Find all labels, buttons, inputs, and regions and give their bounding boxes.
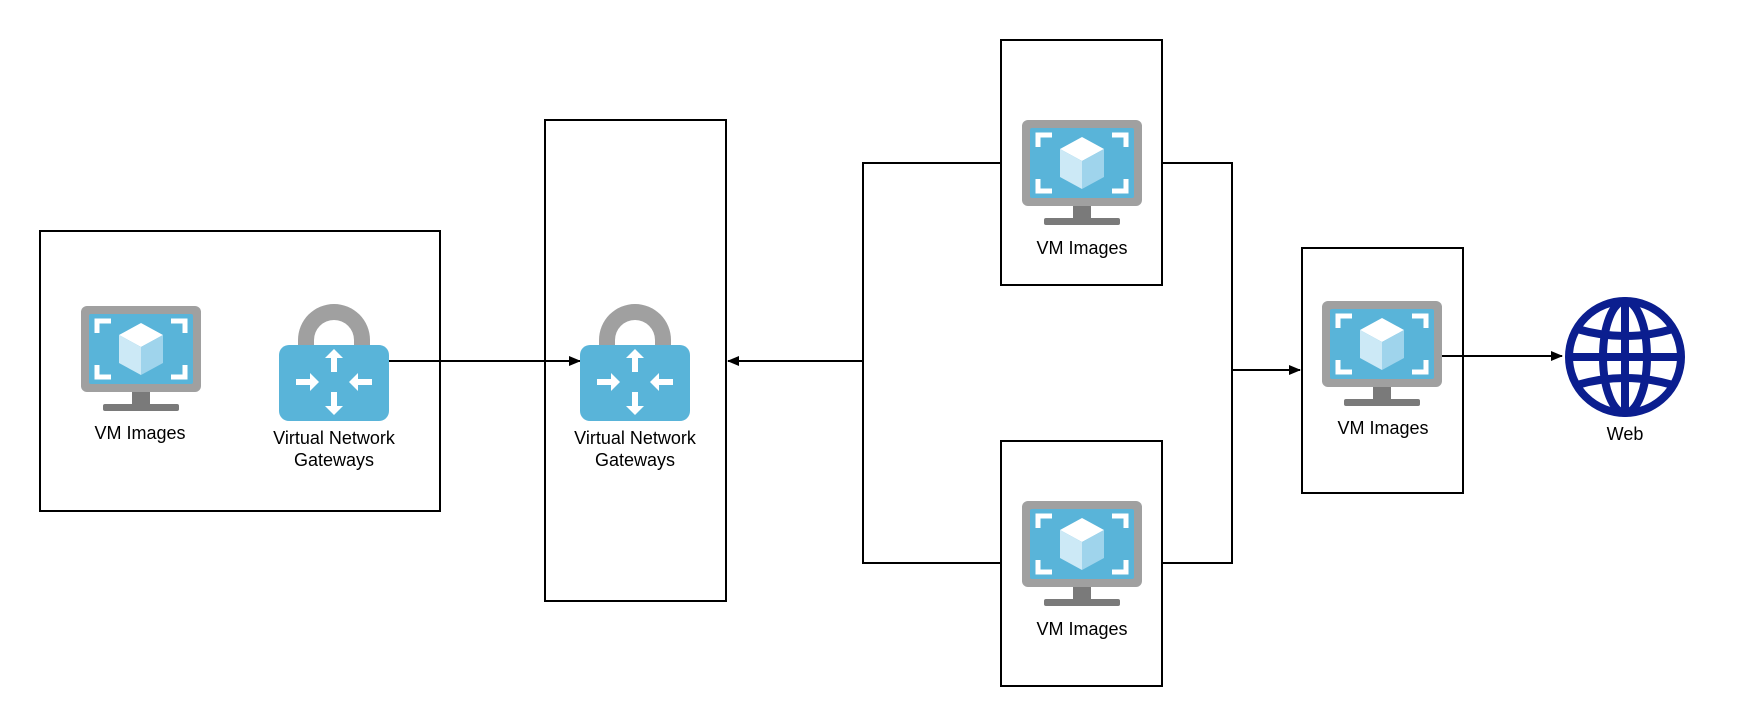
- gateway-lock-icon: [279, 304, 389, 421]
- vm-monitor-icon: [1322, 301, 1442, 406]
- right-vm-box: [1301, 247, 1464, 494]
- vm-bottom-label: VM Images: [1036, 619, 1127, 639]
- web-label: Web: [1607, 424, 1644, 444]
- vm-monitor-icon: [81, 306, 201, 411]
- web-node[interactable]: Web: [1569, 301, 1681, 444]
- vm-monitor-icon: [1022, 120, 1142, 225]
- vm-right-node[interactable]: VM Images: [1322, 301, 1442, 438]
- vm-top-label: VM Images: [1036, 238, 1127, 258]
- gateway-lock-icon: [580, 304, 690, 421]
- edge-vm-top-to-gateway: [862, 162, 1001, 361]
- vm-top-node[interactable]: VM Images: [1022, 120, 1142, 258]
- vm-monitor-icon: [1022, 501, 1142, 606]
- vm-right-label: VM Images: [1337, 418, 1428, 438]
- edge-vm-top-to-right: [1162, 162, 1233, 564]
- globe-icon: [1569, 301, 1681, 413]
- gateway-center-label-line2: Gateways: [595, 450, 675, 470]
- gateway-left-node[interactable]: Virtual Network Gateways: [273, 304, 396, 470]
- gateway-center-label-line1: Virtual Network: [574, 428, 697, 448]
- vm-left-label: VM Images: [94, 423, 185, 443]
- edge-vm-bottom-to-gateway: [862, 361, 1001, 564]
- gateway-left-label-line1: Virtual Network: [273, 428, 396, 448]
- gateway-center-node[interactable]: Virtual Network Gateways: [574, 304, 697, 470]
- left-group-box: [39, 230, 441, 512]
- vm-left-node[interactable]: VM Images: [81, 306, 201, 443]
- vm-bottom-node[interactable]: VM Images: [1022, 501, 1142, 639]
- gateway-left-label-line2: Gateways: [294, 450, 374, 470]
